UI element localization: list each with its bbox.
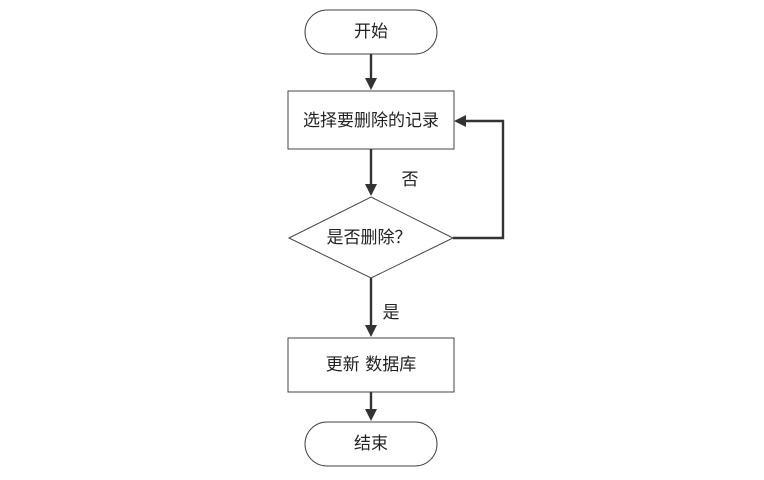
edge-select-to-decision-arrowhead	[365, 184, 377, 196]
select-node: 选择要删除的记录	[287, 90, 455, 150]
update-node-shape	[287, 337, 455, 393]
edge-decision-to-update	[365, 278, 377, 337]
edge-update-to-end-arrowhead	[365, 409, 377, 421]
edge-start-to-select	[365, 54, 377, 90]
start-node: 开始	[304, 9, 438, 55]
edge-decision-loop-back-arrowhead	[454, 115, 466, 127]
end-node: 结束	[304, 421, 438, 467]
select-node-shape	[287, 90, 455, 150]
end-node-label: 结束	[354, 434, 388, 454]
edge-start-to-select-arrowhead	[365, 78, 377, 90]
select-node-label: 选择要删除的记录	[303, 111, 439, 131]
update-node-label: 更新 数据库	[326, 355, 416, 375]
update-node: 更新 数据库	[287, 337, 455, 393]
edge-decision-loop-back	[453, 115, 505, 240]
decision-node: 是否删除？	[287, 196, 455, 279]
end-node-shape	[304, 421, 438, 467]
yes-branch-label: 是	[383, 303, 400, 323]
edge-decision-to-update-arrowhead	[365, 325, 377, 337]
start-node-label: 开始	[354, 22, 388, 42]
no-branch-label: 否	[402, 170, 419, 190]
edge-decision-loop-back-line	[453, 119, 505, 240]
edge-select-to-decision	[365, 149, 377, 196]
decision-node-label: 是否删除？	[327, 228, 412, 248]
edge-update-to-end	[365, 392, 377, 421]
